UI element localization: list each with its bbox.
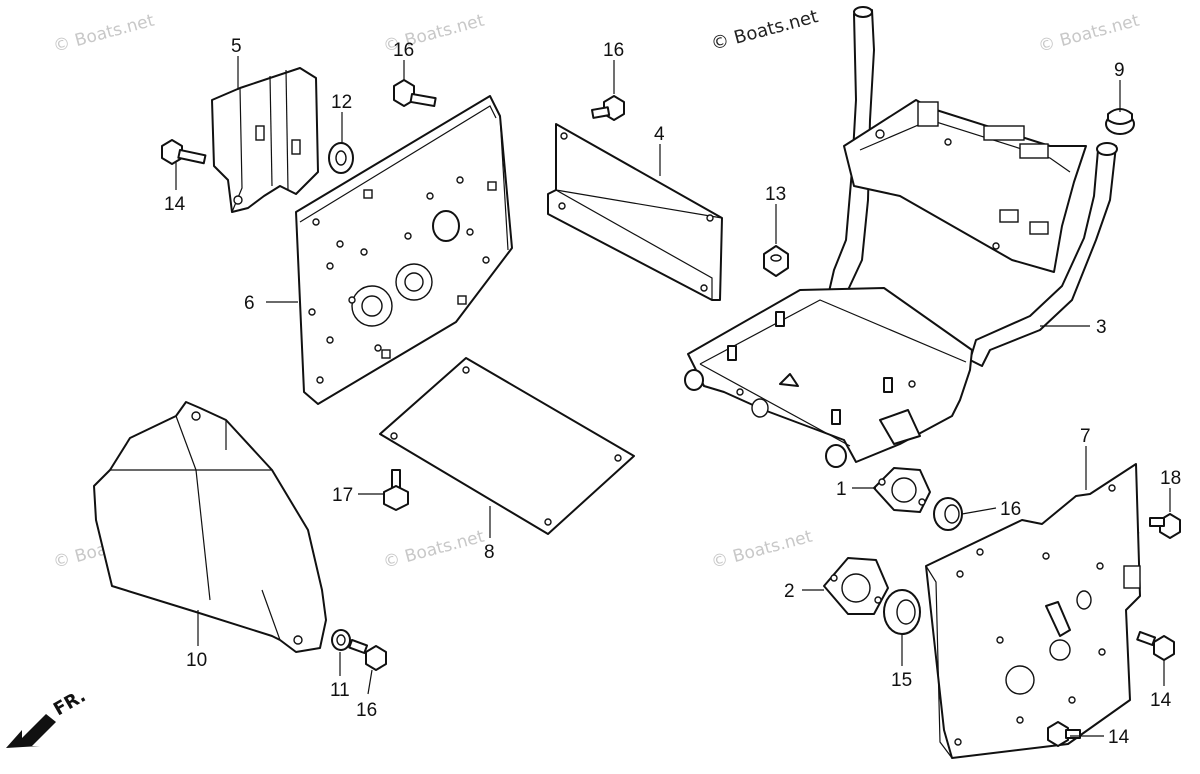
watermark-main: © Boats.net xyxy=(709,6,821,55)
part-3-frame[interactable] xyxy=(684,6,1118,468)
callout-5[interactable]: 5 xyxy=(231,36,242,57)
callout-4[interactable]: 4 xyxy=(654,124,665,145)
callout-7[interactable]: 7 xyxy=(1080,426,1091,447)
callout-16-right[interactable]: 18 xyxy=(1160,468,1181,489)
part-6-side-plate[interactable] xyxy=(295,95,513,405)
front-label: FR. xyxy=(50,685,89,720)
callout-10[interactable]: 10 xyxy=(186,650,207,671)
leader-lines xyxy=(175,56,1171,737)
callout-14-bottom[interactable]: 14 xyxy=(1108,727,1130,748)
callout-1[interactable]: 1 xyxy=(836,479,847,500)
callout-11[interactable]: 11 xyxy=(330,680,350,701)
part-17-bearing[interactable] xyxy=(883,589,921,635)
part-14-bolt-left[interactable] xyxy=(161,139,207,165)
part-5-bracket[interactable] xyxy=(211,67,319,213)
part-16-bolt-top[interactable] xyxy=(393,79,437,108)
part-9-cap[interactable] xyxy=(1105,108,1135,135)
part-16-bolt-mid[interactable] xyxy=(591,95,625,121)
callout-16-mid[interactable]: 16 xyxy=(603,40,624,61)
callout-12[interactable]: 12 xyxy=(331,92,352,113)
part-4-panel[interactable] xyxy=(547,123,723,301)
callout-6[interactable]: 6 xyxy=(244,293,255,314)
part-11-washer[interactable] xyxy=(331,629,351,651)
callout-2[interactable]: 2 xyxy=(784,581,795,602)
watermark-top-left: © Boats.net xyxy=(51,11,157,57)
watermark-bottom-mid: © Boats.net xyxy=(381,527,487,573)
callouts: 5 12 14 16 6 16 4 13 9 3 8 17 10 11 16 1… xyxy=(164,36,1181,748)
part-16-bolt-low[interactable] xyxy=(383,469,409,511)
front-direction-indicator: FR. xyxy=(6,685,89,748)
callout-16-low[interactable]: 17 xyxy=(332,485,353,506)
watermark-bottom-midright: © Boats.net xyxy=(709,527,815,573)
callout-14-left[interactable]: 14 xyxy=(164,194,186,215)
callout-14-right[interactable]: 14 xyxy=(1150,690,1172,711)
callout-15[interactable]: 16 xyxy=(356,700,377,721)
part-15-bolt[interactable] xyxy=(348,639,387,671)
callout-3[interactable]: 3 xyxy=(1096,317,1107,338)
callout-17[interactable]: 15 xyxy=(891,670,912,691)
part-14-bolt-bottom[interactable] xyxy=(1047,721,1081,747)
part-8-flat-plate[interactable] xyxy=(379,357,635,535)
part-2-flange[interactable] xyxy=(823,557,889,615)
part-18-bearing[interactable] xyxy=(933,497,963,531)
part-1-flange[interactable] xyxy=(873,467,931,513)
callout-16-top[interactable]: 16 xyxy=(393,40,414,61)
part-16-bolt-right[interactable] xyxy=(1149,513,1181,539)
callout-13[interactable]: 13 xyxy=(765,184,786,205)
part-12-washer[interactable] xyxy=(328,142,354,174)
part-7-side-plate[interactable] xyxy=(925,463,1141,759)
part-10-cover[interactable] xyxy=(93,401,327,653)
part-13-nut[interactable] xyxy=(763,245,789,277)
part-14-bolt-right[interactable] xyxy=(1136,631,1175,661)
watermark-top-right: © Boats.net xyxy=(1036,11,1142,57)
callout-8[interactable]: 8 xyxy=(484,542,495,563)
callout-9[interactable]: 9 xyxy=(1114,60,1125,81)
callout-18[interactable]: 16 xyxy=(1000,499,1021,520)
